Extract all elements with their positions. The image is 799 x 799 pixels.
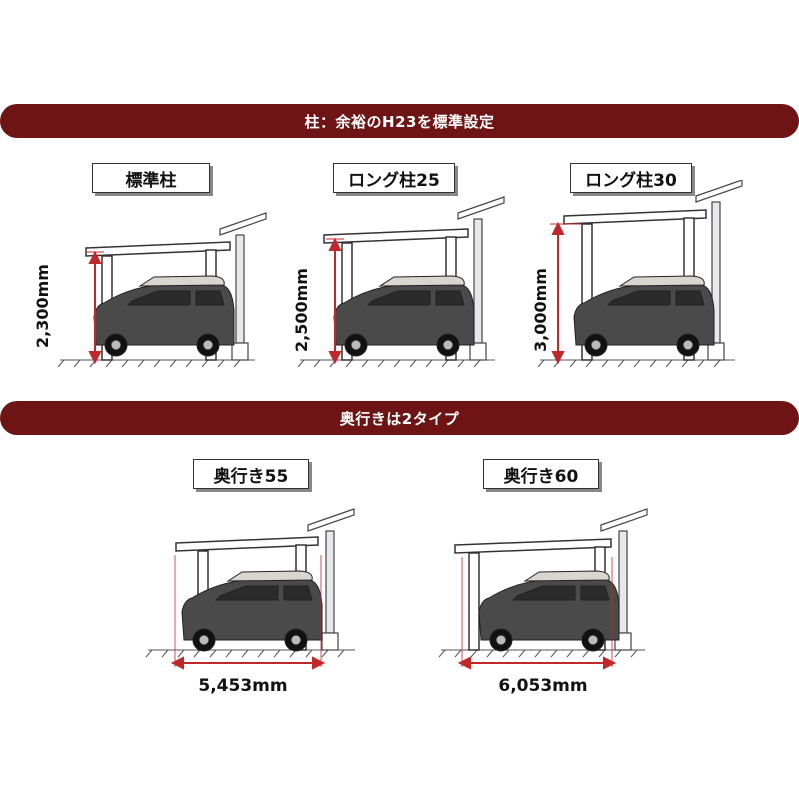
label-long-pillar-30: ロング柱30 — [570, 163, 692, 193]
height-arrow — [86, 250, 104, 365]
carport-diagram-depth55 — [145, 508, 355, 670]
carport-diagram-long25 — [297, 196, 505, 368]
roof — [85, 241, 231, 257]
dimension-depth55: 5,453mm — [198, 676, 288, 696]
house-wall — [219, 212, 267, 361]
carport-diagram-long30 — [537, 180, 743, 368]
height-arrow — [326, 237, 344, 365]
dimension-depth60: 6,053mm — [498, 676, 588, 696]
ground — [297, 359, 495, 368]
section-title: 柱：余裕のH23を標準設定 — [304, 112, 495, 131]
dimension-standard: 2,300mm — [33, 264, 52, 348]
ground — [57, 359, 255, 368]
house-wall — [457, 196, 505, 361]
label-depth-55: 奥行き55 — [193, 459, 309, 489]
roof — [323, 228, 469, 244]
dimension-long30: 3,000mm — [531, 268, 550, 352]
ground — [145, 649, 355, 658]
roof — [175, 536, 319, 552]
label-depth-60: 奥行き60 — [483, 459, 599, 489]
house-wall — [307, 508, 355, 651]
car — [573, 275, 715, 357]
label-standard-pillar: 標準柱 — [92, 163, 210, 193]
car — [93, 275, 235, 357]
carport-diagram-standard — [57, 212, 267, 368]
car — [478, 570, 620, 652]
height-arrow — [550, 221, 582, 365]
roof — [454, 538, 612, 554]
car — [333, 275, 475, 357]
section-title: 奥行きは2タイプ — [339, 409, 460, 428]
ground — [537, 359, 735, 368]
dimension-long25: 2,500mm — [292, 268, 311, 352]
section-banner-pillar: 柱：余裕のH23を標準設定 — [0, 104, 799, 138]
ground — [438, 649, 645, 658]
car — [181, 570, 323, 652]
width-arrow — [457, 557, 617, 670]
roof — [563, 209, 707, 225]
label-long-pillar-25: ロング柱25 — [333, 163, 455, 193]
house-wall — [695, 180, 743, 361]
width-arrow — [170, 555, 326, 670]
section-banner-depth: 奥行きは2タイプ — [0, 401, 799, 435]
carport-diagram-depth60 — [438, 508, 648, 670]
